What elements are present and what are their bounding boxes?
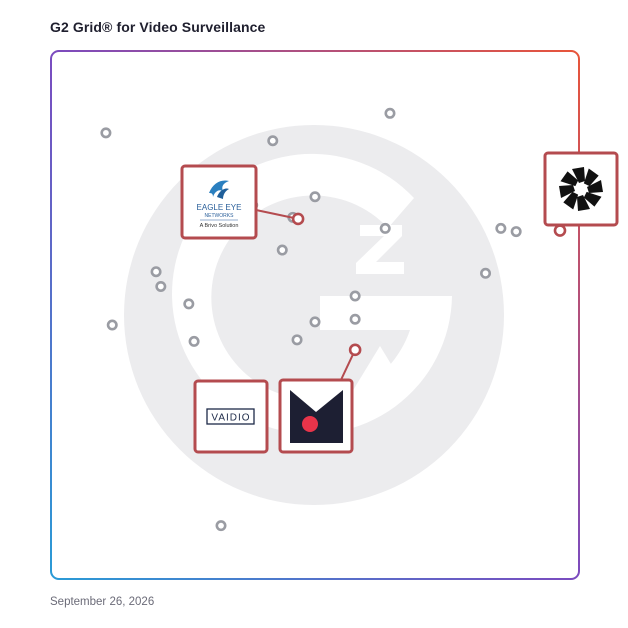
wheel-blade (583, 191, 602, 207)
eagle-eye-tagline: A Brivo Solution (200, 223, 239, 229)
data-point[interactable] (267, 135, 279, 147)
data-point[interactable] (155, 280, 167, 292)
connector-line (255, 209, 299, 220)
vaidio-logo-card[interactable]: VAIDIO (193, 379, 269, 454)
dark-play-logo-card[interactable] (278, 378, 354, 454)
highlighted-point[interactable] (291, 212, 305, 226)
wheel-blade (577, 195, 590, 211)
data-point[interactable] (188, 335, 200, 347)
data-point[interactable] (215, 520, 227, 532)
data-point[interactable] (106, 319, 118, 331)
eagle-eye-line1: EAGLE EYE (197, 203, 242, 212)
highlighted-point[interactable] (348, 343, 362, 357)
record-icon (290, 390, 343, 443)
wheel-blade (587, 180, 603, 193)
chart-title: G2 Grid® for Video Surveillance (50, 19, 266, 35)
wheel-blade (559, 185, 575, 198)
data-point[interactable] (349, 290, 361, 302)
data-point[interactable] (379, 222, 391, 234)
eagle-eye-line2: NETWORKS (205, 213, 235, 219)
vaidio-wordmark: VAIDIO (211, 413, 250, 424)
wheel-blade (583, 168, 599, 187)
wheel-blade (563, 191, 579, 210)
data-point[interactable] (276, 244, 288, 256)
data-point[interactable] (510, 226, 522, 238)
eagle-icon (209, 180, 229, 199)
data-point[interactable] (309, 191, 321, 203)
wheel-blade (560, 171, 579, 187)
wheel-logo-card[interactable] (543, 151, 619, 227)
data-point[interactable] (349, 313, 361, 325)
data-point[interactable] (183, 298, 195, 310)
data-point[interactable] (291, 334, 303, 346)
wheel-icon (559, 167, 603, 211)
data-point[interactable] (150, 266, 162, 278)
highlighted-point[interactable] (553, 224, 567, 237)
data-point[interactable] (480, 267, 492, 279)
eagle-eye-logo-card[interactable]: EAGLE EYE NETWORKS A Brivo Solution (180, 164, 258, 240)
wheel-blade (572, 167, 585, 183)
data-point[interactable] (100, 127, 112, 139)
data-point[interactable] (384, 107, 396, 119)
data-point[interactable] (495, 222, 507, 234)
report-date: September 26, 2026 (50, 596, 155, 608)
logo-connectors (255, 209, 567, 383)
data-point[interactable] (309, 316, 321, 328)
